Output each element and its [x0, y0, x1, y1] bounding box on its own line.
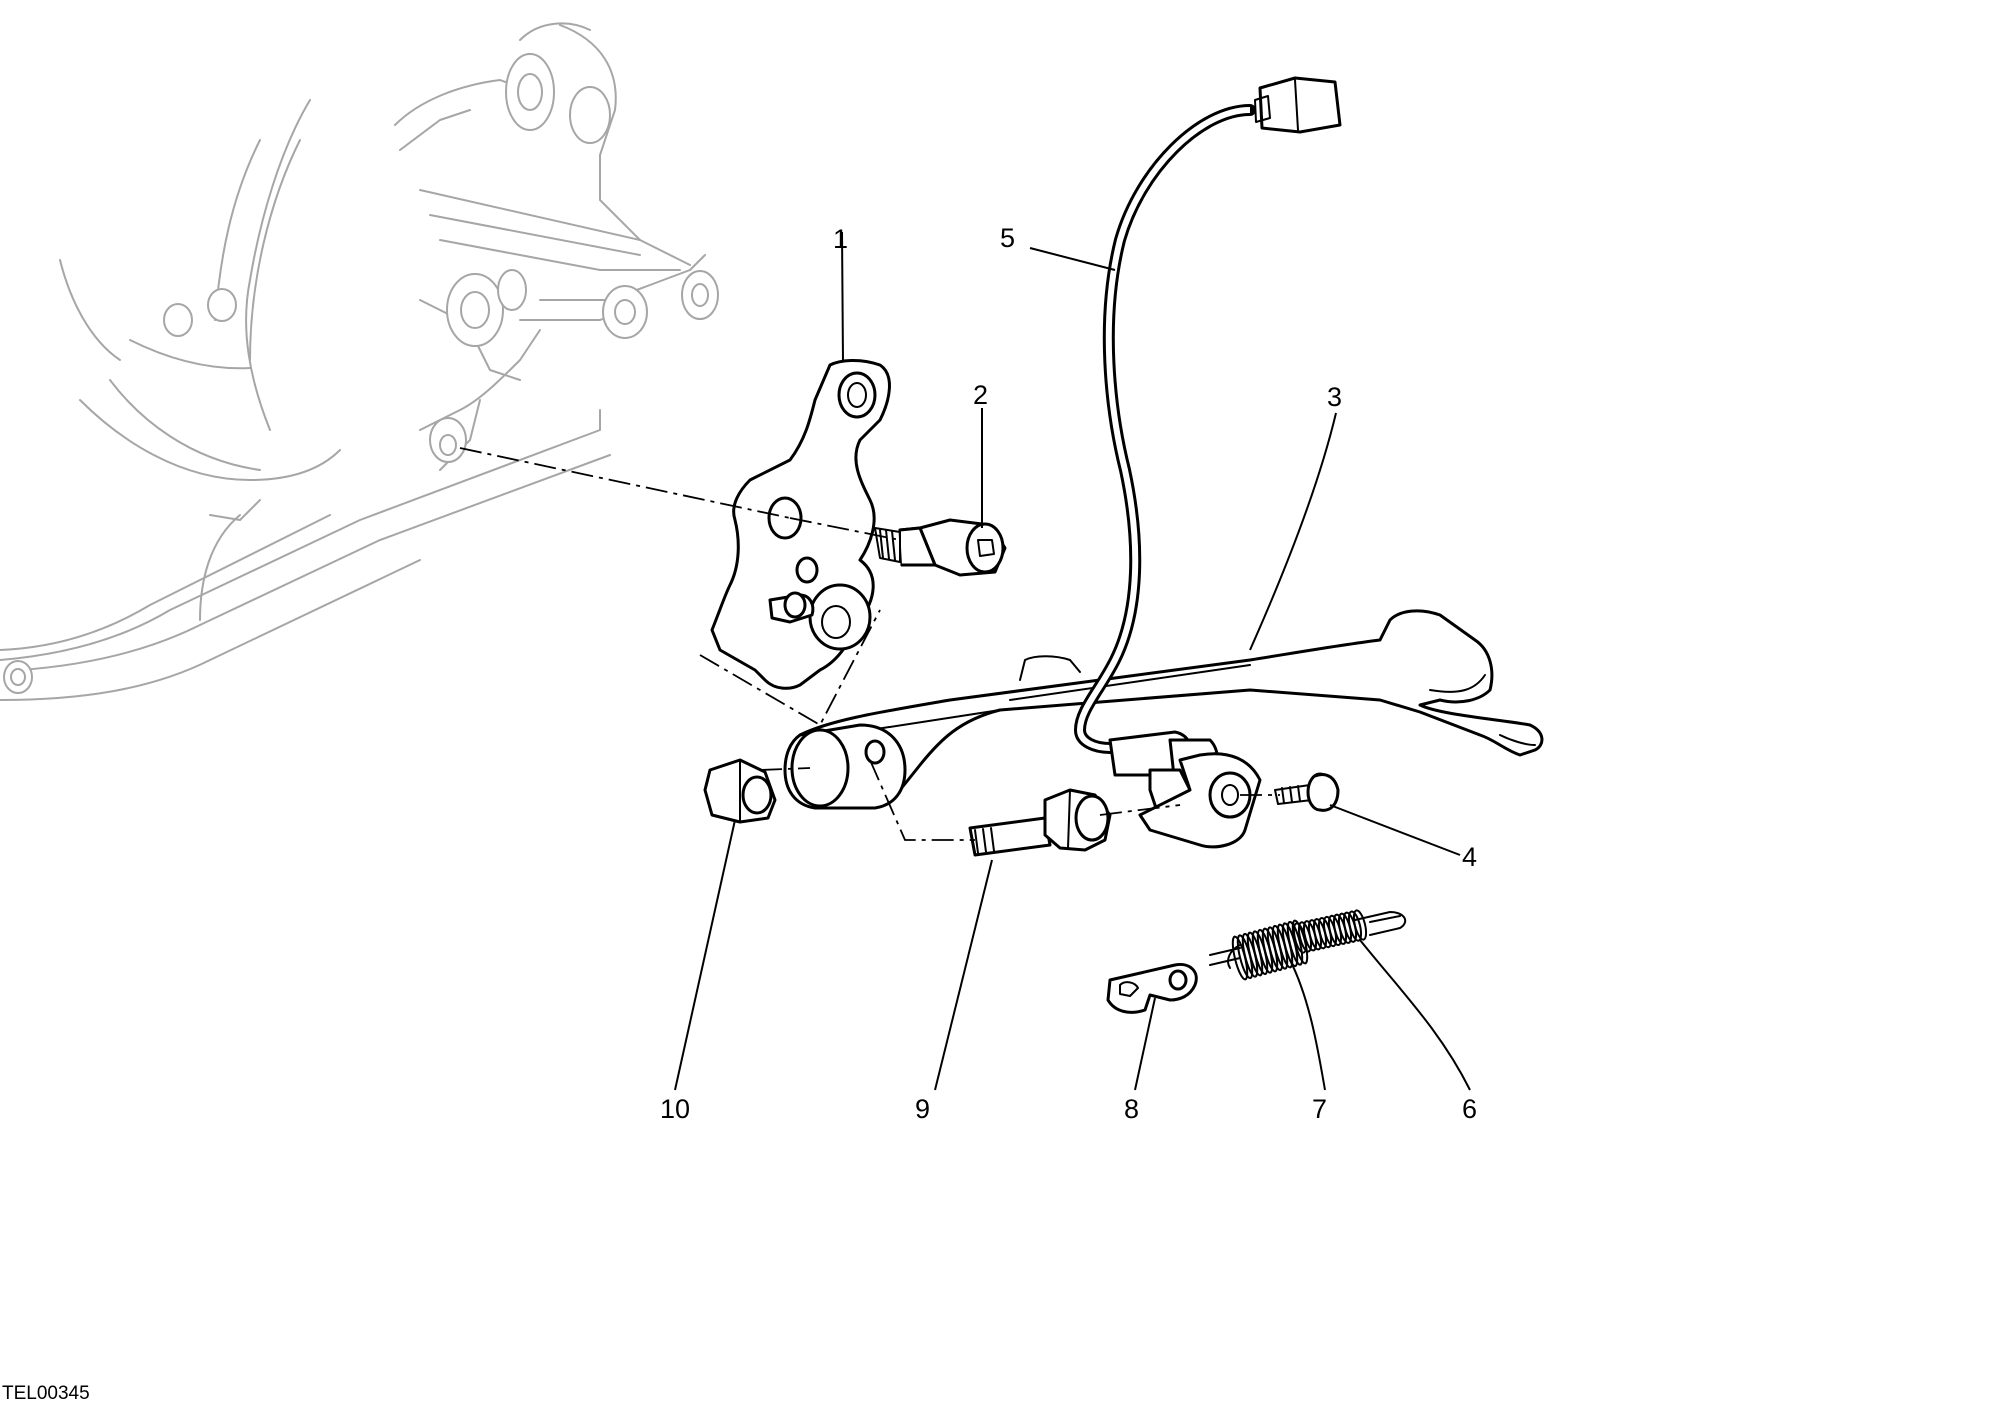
leader-lines	[674, 231, 1471, 1091]
cap-screw	[874, 518, 1007, 577]
sensor-cable	[1074, 76, 1342, 754]
side-stand-leg	[783, 609, 1544, 810]
callout-5: 5	[1000, 223, 1015, 253]
assembly-lines	[459, 447, 1280, 841]
callout-4: 4	[1462, 842, 1477, 872]
spring-coil-turn	[1347, 910, 1363, 942]
spring-coil-turn	[1286, 920, 1304, 966]
spring-coils	[1231, 909, 1368, 981]
callout-7: 7	[1312, 1094, 1327, 1124]
spring-coil-turn	[1352, 909, 1368, 941]
callout-6: 6	[1462, 1094, 1477, 1124]
callout-numbers: 1 2 3 4 5 6 7 8 9 10	[660, 223, 1477, 1124]
stand-springs	[1209, 909, 1407, 981]
drawing-code: TEL00345	[2, 1383, 90, 1404]
callout-3: 3	[1327, 382, 1342, 412]
stand-mounting-bracket	[710, 359, 891, 690]
callout-1: 1	[833, 224, 848, 254]
callout-9: 9	[915, 1094, 930, 1124]
stand-nut	[703, 758, 777, 824]
callout-2: 2	[973, 380, 988, 410]
spring-plate	[1106, 962, 1198, 1014]
stand-switch-sensor	[1108, 730, 1262, 849]
pivot-bolt	[968, 788, 1112, 857]
engine-casing-outline	[0, 22, 719, 701]
callout-8: 8	[1124, 1094, 1139, 1124]
sensor-screw	[1274, 772, 1340, 812]
callout-10: 10	[660, 1094, 690, 1124]
